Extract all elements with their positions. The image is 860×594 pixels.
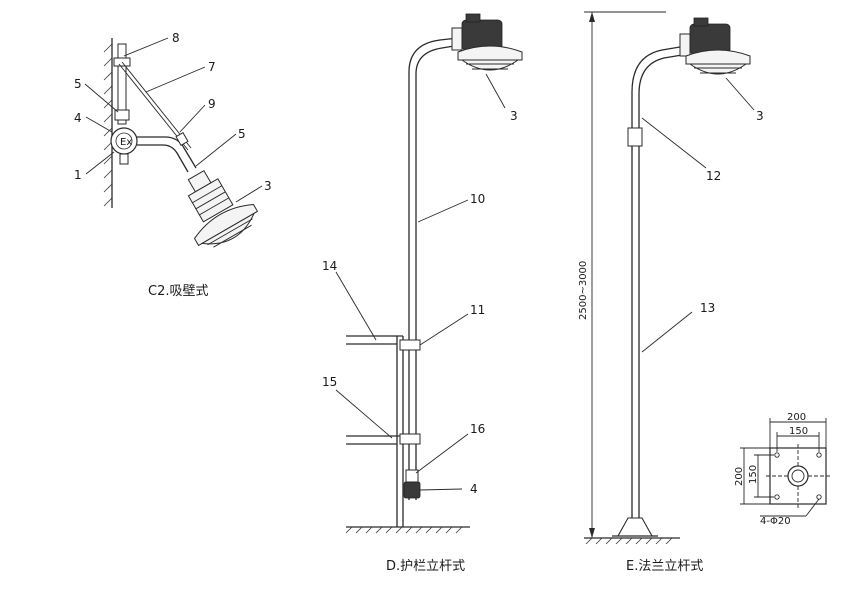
lamp-driver-housing-d bbox=[461, 19, 503, 51]
rod-clamp bbox=[175, 131, 189, 147]
lamp-pole-d bbox=[408, 37, 459, 500]
e-flange-pole-diagram: 2500~3000 bbox=[578, 11, 764, 574]
svg-text:Ex: Ex bbox=[120, 137, 132, 148]
callout-d-16: 16 bbox=[470, 422, 485, 436]
lamp-pole-e bbox=[631, 45, 687, 518]
callout-c2-4: 4 bbox=[74, 111, 82, 125]
flange-base bbox=[617, 517, 653, 537]
callout-e-13: 13 bbox=[700, 301, 715, 315]
flange-height-outer: 200 bbox=[734, 467, 745, 486]
e-lamp bbox=[679, 17, 751, 75]
callout-d-4: 4 bbox=[470, 482, 478, 496]
bolt-hole-spec: 4-Φ20 bbox=[760, 516, 791, 527]
bolt-hole bbox=[816, 452, 822, 458]
pole-clamp-lower bbox=[399, 433, 421, 445]
callout-e-12: 12 bbox=[706, 169, 721, 183]
callout-c2-5a: 5 bbox=[74, 77, 82, 91]
d-guardrail-pole-diagram: 3 10 14 11 15 16 4 D.护栏立杆式 bbox=[322, 13, 523, 574]
callout-c2-7: 7 bbox=[208, 60, 216, 74]
callout-d-3: 3 bbox=[510, 109, 518, 123]
caption-d: D.护栏立杆式 bbox=[386, 559, 465, 574]
ground-hatching-d bbox=[345, 526, 463, 534]
bolt-hole bbox=[816, 494, 822, 500]
box-outlet bbox=[119, 153, 129, 165]
callout-d-10: 10 bbox=[470, 192, 485, 206]
pole-coupling bbox=[627, 127, 643, 147]
caption-e: E.法兰立杆式 bbox=[626, 559, 703, 574]
union-fitting bbox=[114, 109, 130, 121]
junction-box-d bbox=[403, 481, 421, 499]
stay-rod bbox=[118, 63, 189, 151]
callout-c2-9: 9 bbox=[208, 97, 216, 111]
wall-hatching bbox=[103, 43, 113, 207]
flange-width-outer: 200 bbox=[787, 412, 806, 423]
callout-c2-1: 1 bbox=[74, 168, 82, 182]
callout-c2-5b: 5 bbox=[238, 127, 246, 141]
lamp-driver-housing-e bbox=[689, 23, 731, 55]
bolt-hole bbox=[774, 494, 780, 500]
callout-d-15: 15 bbox=[322, 375, 337, 389]
lamp-reflector-e bbox=[685, 49, 751, 65]
c2-wall-mount-diagram: Ex 8 7 5 9 4 bbox=[74, 31, 272, 299]
callout-c2-3: 3 bbox=[264, 179, 272, 193]
d-lamp bbox=[451, 13, 523, 71]
pole-clamp-upper bbox=[399, 339, 421, 351]
bolt-hole bbox=[774, 452, 780, 458]
flange-height-inner: 150 bbox=[748, 465, 759, 484]
lamp-reflector bbox=[193, 203, 259, 247]
support-arm bbox=[137, 136, 197, 169]
callout-c2-8: 8 bbox=[172, 31, 180, 45]
lamp-reflector-d bbox=[457, 45, 523, 61]
vertical-conduit bbox=[117, 43, 127, 125]
ground-hatching-e bbox=[585, 537, 673, 545]
flange-plate-detail: 200 150 200 150 4-Φ20 bbox=[734, 412, 830, 527]
callout-d-11: 11 bbox=[470, 303, 485, 317]
callout-d-14: 14 bbox=[322, 259, 337, 273]
callout-e-3: 3 bbox=[756, 109, 764, 123]
pole-height-dimension: 2500~3000 bbox=[578, 261, 589, 320]
flange-width-inner: 150 bbox=[789, 426, 808, 437]
c2-lamp bbox=[187, 170, 259, 248]
caption-c2: C2.吸壁式 bbox=[148, 284, 208, 299]
